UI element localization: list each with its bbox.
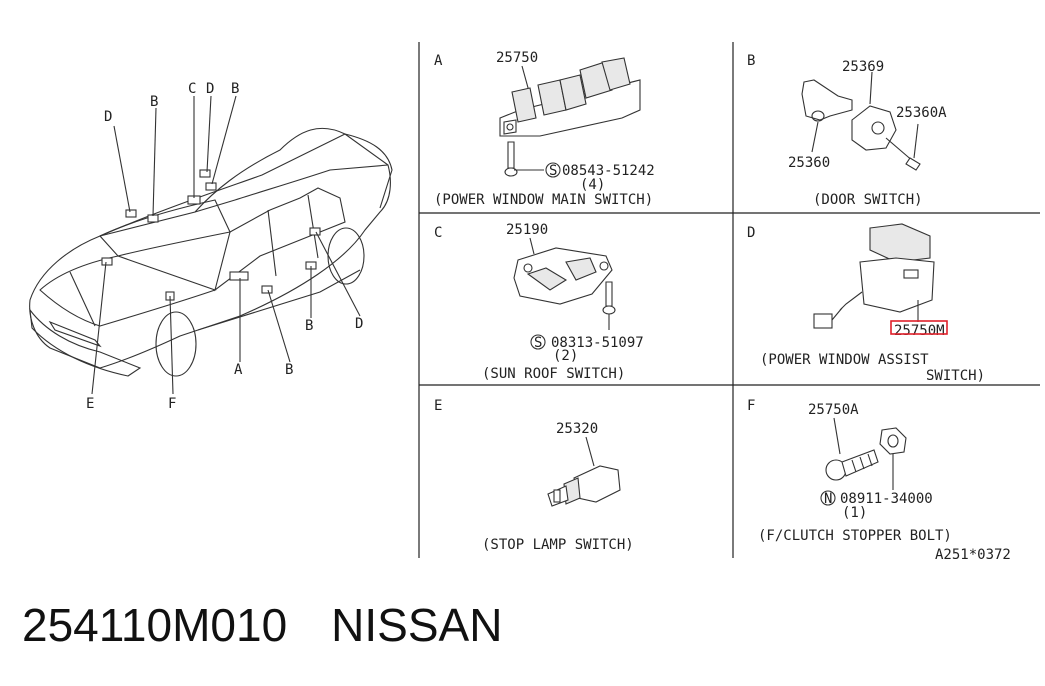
callout-c-top: C xyxy=(188,81,196,97)
panel-e-part-number: 25320 xyxy=(556,421,598,437)
callout-b-top: B xyxy=(231,81,239,97)
panel-d-caption-line2: SWITCH) xyxy=(926,368,985,384)
panel-a-letter: A xyxy=(434,53,443,69)
panel-b-door-switch: B 25369 25360A 25360 (DOOR SWITCH) xyxy=(747,53,947,208)
sunroof-switch-body xyxy=(513,247,613,305)
callout-f: F xyxy=(168,396,176,412)
panel-d-letter: D xyxy=(747,225,755,241)
panel-b-part-right: 25360A xyxy=(896,105,947,121)
panel-d-caption-line1: (POWER WINDOW ASSIST xyxy=(760,352,929,368)
panel-a-caption: (POWER WINDOW MAIN SWITCH) xyxy=(434,192,653,208)
nut-f-number: 08911-34000 xyxy=(840,491,933,507)
car-illustration: D B C D B E F A B B D xyxy=(29,81,393,412)
callout-d-top: D xyxy=(206,81,214,97)
stop-lamp-switch-body xyxy=(573,465,621,503)
panel-b-caption: (DOOR SWITCH) xyxy=(813,192,923,208)
panel-c-part-number: 25190 xyxy=(506,222,548,238)
panel-f-letter: F xyxy=(747,398,755,414)
panel-e-letter: E xyxy=(434,398,442,414)
panel-a-part-number: 25750 xyxy=(496,50,538,66)
callout-d-right: D xyxy=(355,316,363,332)
panel-a-power-window-main-switch: A 25750 S 08543-51242 (4) (POWER WINDOW … xyxy=(434,50,655,208)
screw-c-qty: (2) xyxy=(553,348,578,364)
screw-c-symbol: S xyxy=(534,335,542,351)
panel-f-caption: (F/CLUTCH STOPPER BOLT) xyxy=(758,528,952,544)
callout-b-mid: B xyxy=(150,94,158,110)
drawing-reference: A251*0372 xyxy=(935,547,1011,563)
screw-a-qty: (4) xyxy=(580,177,605,193)
part-highlight-box xyxy=(890,320,948,335)
footer-part-number: 254110M010 xyxy=(22,599,288,651)
stopper-nut xyxy=(879,427,907,455)
nut-f-qty: (1) xyxy=(842,505,867,521)
screw-c-number: 08313-51097 xyxy=(551,335,644,351)
panel-d-part-number: 25750M xyxy=(894,323,945,339)
door-switch-plunger xyxy=(801,79,853,121)
nut-f-symbol: N xyxy=(824,491,832,507)
screw-a-symbol: S xyxy=(549,163,557,179)
footer: 254110M010 NISSAN xyxy=(22,598,502,652)
panel-f-part-number: 25750A xyxy=(808,402,859,418)
callout-b-bottom: B xyxy=(285,362,293,378)
panel-c-sun-roof-switch: C 25190 S 08313-51097 (2) (SUN ROOF SWIT… xyxy=(434,222,644,382)
assist-switch-knob xyxy=(869,223,931,263)
panel-b-part-left: 25360 xyxy=(788,155,830,171)
panel-c-caption: (SUN ROOF SWITCH) xyxy=(482,366,625,382)
panel-e-caption: (STOP LAMP SWITCH) xyxy=(482,537,634,553)
panel-c-letter: C xyxy=(434,225,442,241)
assist-switch-body xyxy=(859,257,935,313)
panel-e-stop-lamp-switch: E 25320 (STOP LAMP SWITCH) xyxy=(434,398,634,553)
panel-f-clutch-stopper-bolt: F 25750A N 08911-34000 (1) (F/CLUTCH STO… xyxy=(747,398,952,544)
assist-switch-connector xyxy=(813,313,833,329)
callout-d-left: D xyxy=(104,109,112,125)
panel-d-power-window-assist-switch: D 25750M (POWER WINDOW ASSIST SWITCH) xyxy=(747,223,985,384)
panel-b-part-top: 25369 xyxy=(842,59,884,75)
footer-brand: NISSAN xyxy=(331,599,503,651)
panel-grid xyxy=(418,42,1040,558)
panel-b-letter: B xyxy=(747,53,755,69)
screw-a xyxy=(507,141,515,169)
callout-e: E xyxy=(86,396,94,412)
screw-a-number: 08543-51242 xyxy=(562,163,655,179)
callout-a: A xyxy=(234,362,243,378)
door-switch-body xyxy=(851,105,897,151)
callout-b-right: B xyxy=(305,318,313,334)
screw-c xyxy=(605,281,613,307)
